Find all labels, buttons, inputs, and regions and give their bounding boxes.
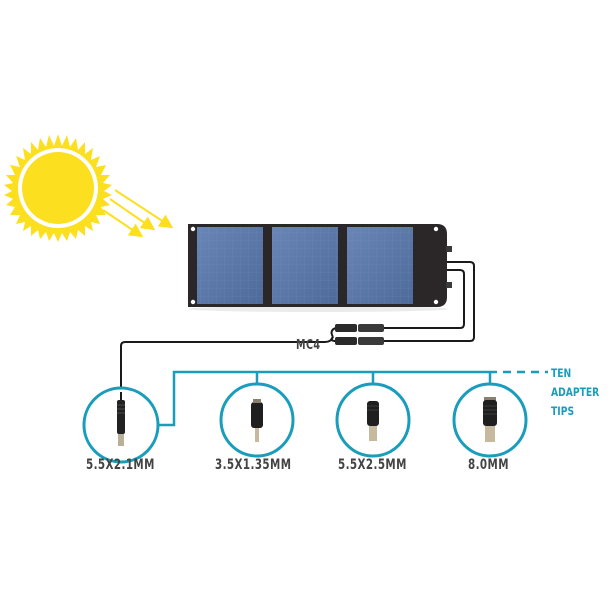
panel-cable — [120, 261, 475, 392]
annotation-line: TIPS — [551, 404, 575, 418]
tip-label-5-5x2-5: 5.5X2.5MM — [338, 457, 407, 473]
annotation-line: ADAPTER — [551, 385, 600, 399]
mc4-connector-icon — [335, 324, 384, 345]
mc4-label: MC4 — [296, 338, 321, 353]
tip-label-8-0: 8.0MM — [468, 457, 509, 473]
tip-label-3-5x1-35: 3.5X1.35MM — [215, 457, 292, 473]
adapter-tip-circle — [82, 382, 528, 464]
adapter-tip-icon — [367, 401, 379, 441]
solar-panel — [188, 224, 452, 312]
dc-plug-icon — [117, 392, 125, 446]
adapter-tips-bus — [158, 370, 548, 427]
sun-rays-icon — [102, 189, 174, 238]
adapter-tip-icon — [483, 397, 497, 442]
annotation-line: TEN — [551, 366, 572, 380]
adapter-tip-icon — [251, 399, 263, 442]
tip-label-5-5x2-1: 5.5X2.1MM — [86, 457, 155, 473]
sun-icon — [4, 134, 112, 242]
ten-adapter-tips-annotation: TEN ADAPTER TIPS — [551, 364, 599, 421]
